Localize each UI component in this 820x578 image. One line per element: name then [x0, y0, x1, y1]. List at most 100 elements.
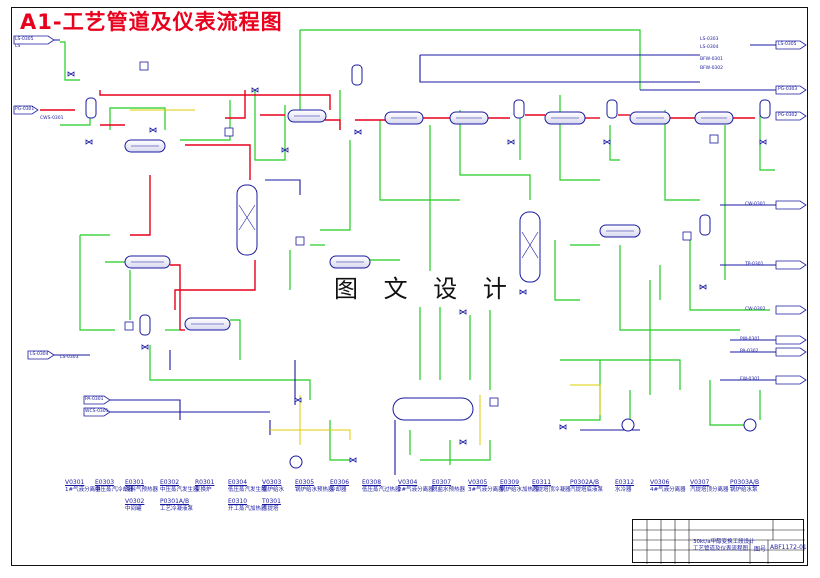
- legend-tag: E0304: [228, 479, 248, 486]
- separator-v0307: [699, 214, 711, 236]
- title-block-project: 30kt/a甲醇变换工段设计: [693, 539, 755, 545]
- legend-desc: 汽提塔顶冷凝器: [532, 486, 571, 493]
- instrument-4: [489, 397, 499, 407]
- separator-v0305: [606, 99, 618, 119]
- legend-desc: 开工蒸汽加热器: [228, 505, 267, 512]
- stream-tag-right: FW-0301: [740, 377, 760, 382]
- legend-tag: E0302: [160, 479, 180, 486]
- valve-2: [85, 139, 93, 145]
- stream-arrow-right-4: [775, 200, 807, 210]
- stream-arrow-right-6: [775, 305, 807, 315]
- legend-tag: E0305: [295, 479, 315, 486]
- legend-desc: 工艺冷凝液泵: [160, 505, 194, 512]
- legend-desc: 中压蒸汽发生器: [160, 486, 199, 493]
- legend-desc: 锅炉给水预热器: [295, 486, 334, 493]
- stream-tag-right: LS-0304: [700, 45, 719, 50]
- valve-5: [354, 129, 362, 135]
- legend-desc: 4#气液分离器: [650, 486, 686, 493]
- legend-desc: 中间罐: [125, 505, 142, 512]
- legend-desc: 汽提塔底液泵: [570, 486, 604, 493]
- separator-v0306: [759, 99, 771, 119]
- instrument-3: [295, 236, 305, 246]
- legend-desc: 锅炉给水: [262, 486, 285, 493]
- legend-desc: 锅炉给水泵: [730, 486, 758, 493]
- legend-tag: E0310: [228, 498, 248, 505]
- separator-v0302: [351, 64, 363, 86]
- separator-v0301: [85, 97, 97, 119]
- legend-desc: 3#气液分离器: [468, 486, 504, 493]
- instrument-7: [709, 134, 719, 144]
- stream-arrow-right-2: [775, 85, 807, 95]
- legend-tag: E0301: [125, 479, 145, 486]
- stream-tag-right: PG-0302: [778, 113, 798, 118]
- legend-tag: E0311: [532, 479, 552, 486]
- separator-v0304: [513, 99, 525, 119]
- stream-arrow-left-3: [27, 350, 55, 360]
- stream-tag-left: LS: [15, 44, 21, 49]
- valve-4: [251, 87, 259, 93]
- legend-tag: E0312: [615, 479, 635, 486]
- valve-7: [603, 139, 611, 145]
- legend-desc: 低压蒸汽过热器: [362, 486, 401, 493]
- legend-desc: 低压蒸汽发生器: [228, 486, 267, 493]
- stream-arrow-left-1: [13, 35, 55, 45]
- stream-arrow-right-8: [775, 347, 807, 357]
- legend-desc: 原料气预热器: [125, 486, 159, 493]
- stream-arrow-right-5: [775, 260, 807, 270]
- legend-tag: E0308: [362, 479, 382, 486]
- legend-tag: V0304: [398, 479, 418, 486]
- stream-tag-right: LS-0303: [700, 37, 719, 42]
- legend-desc: 锅炉给水加热器: [500, 486, 539, 493]
- valve-15: [459, 309, 467, 315]
- legend-tag: V0307: [690, 479, 710, 486]
- instrument-lines: [130, 109, 601, 445]
- stream-arrow-left-2: [13, 105, 39, 115]
- stream-tag-left: LS-0304: [30, 352, 49, 357]
- legend-tag: V0302: [125, 498, 145, 505]
- stream-arrows: [13, 35, 807, 417]
- valve-10: [294, 397, 302, 403]
- title-block-number: ABF1172-01: [770, 544, 807, 551]
- packed-bed-hatching: [238, 204, 539, 259]
- reactor-r0301: [236, 184, 258, 256]
- stream-tag-right: PW-0301: [740, 337, 761, 342]
- legend-desc: 脱盐水预热器: [432, 486, 466, 493]
- legend-desc: 冷却器: [330, 486, 347, 493]
- stream-tag-left: LS-0305: [15, 37, 34, 42]
- title-block-number-label: 图号: [754, 546, 767, 553]
- legend-desc: 汽提塔顶分离器: [690, 486, 729, 493]
- valve-12: [519, 289, 527, 295]
- stripper-t0301: [519, 211, 541, 283]
- valve-11: [349, 457, 357, 463]
- drawing-title: A1-工艺管道及仪表流程图: [20, 10, 283, 34]
- legend-tag: E0309: [500, 479, 520, 486]
- stream-tag-left: PG-0301: [15, 107, 35, 112]
- drum-v0308: [392, 397, 474, 421]
- valve-14: [559, 424, 567, 430]
- pump-p0302: [621, 418, 635, 432]
- legend-tag: P0302A/B: [570, 479, 600, 486]
- stream-arrow-left-4: [83, 395, 111, 405]
- legend-tag: V0306: [650, 479, 670, 486]
- stream-tag-right: LS-0305: [778, 42, 797, 47]
- stream-tag-right: BFW-0301: [700, 57, 724, 62]
- legend-tag: R0301: [195, 479, 215, 486]
- valve-3: [149, 127, 157, 133]
- tube-hatching: [131, 115, 727, 325]
- instrument-1: [139, 61, 149, 71]
- legend-tag: T0301: [262, 498, 281, 505]
- legend-tag: P0303A/B: [730, 479, 760, 486]
- vessels: [85, 64, 771, 421]
- valve-16: [281, 147, 289, 153]
- legend-desc: 1#气液分离器: [65, 486, 101, 493]
